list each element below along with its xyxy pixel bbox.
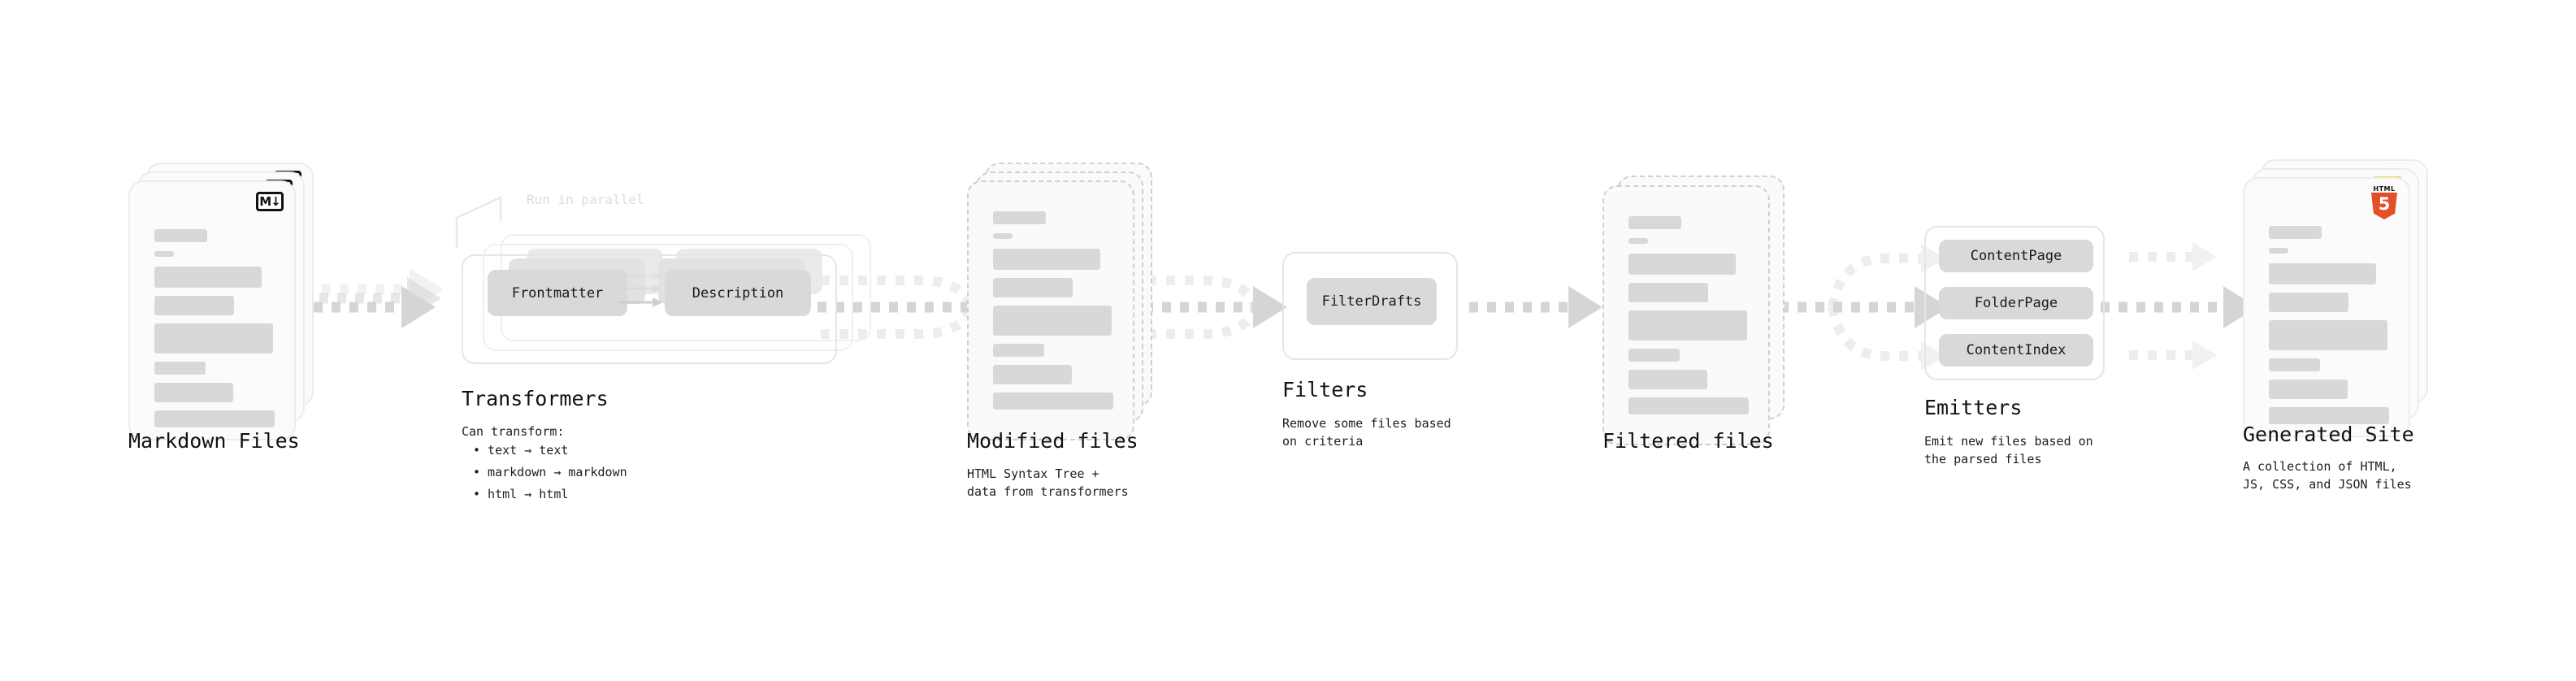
transformer-pill-description[interactable]: Description [665,270,811,316]
filters-title: Filters [1282,378,1368,401]
skeleton-bar [1628,254,1736,275]
skeleton-bar [2269,407,2389,424]
emitter-pill-contentpage[interactable]: ContentPage [1939,240,2093,272]
skeleton-bar [993,278,1073,297]
modified-files-title: Modified files [967,429,1138,453]
markdown-card-front: M↓ [128,180,296,440]
skeleton-bar [2269,263,2376,284]
skeleton-bar [993,306,1112,336]
transformers-bullet-2: • html → html [473,487,569,501]
skeleton-bar [1628,397,1749,414]
skeleton-bar [154,251,174,257]
skeleton-bar [154,267,262,288]
markdown-icon: M↓ [256,192,284,211]
transformers-bullet-1: • markdown → markdown [473,465,627,479]
html5-icon: HTML [2370,185,2399,219]
transformers-description: Can transform: [462,424,565,439]
arrow-filters-to-filtered [1469,286,1602,328]
skeleton-bar [1628,310,1747,340]
arrow-emitters-to-site [2101,242,2257,370]
skeleton-bar [154,229,207,242]
arrow-filtered-to-emitters [1780,244,1949,371]
skeleton-bar [993,365,1072,384]
emitters-title: Emitters [1924,396,2023,419]
generated-site-title: Generated Site [2243,423,2414,446]
filtered-files-title: Filtered files [1602,429,1774,453]
filters-box[interactable]: FilterDrafts [1282,252,1458,360]
generated-site-description-0: A collection of HTML, [2243,459,2397,474]
emitters-description-1: the parsed files [1924,452,2042,466]
skeleton-bar [154,296,234,315]
generated-site-description-1: JS, CSS, and JSON files [2243,477,2412,492]
modified-card-front [967,180,1134,440]
skeleton-bar [2269,320,2387,350]
transformers-bullet-0: • text → text [473,443,569,458]
filter-pill-filterdrafts[interactable]: FilterDrafts [1307,278,1437,325]
html5-icon-label: HTML [2373,185,2396,193]
markdown-files-title: Markdown Files [128,429,300,453]
emitter-pill-contentindex[interactable]: ContentIndex [1939,334,2093,367]
skeleton-bar [2269,248,2288,254]
skeleton-bar [154,383,233,402]
skeleton-bar [1628,216,1681,229]
skeleton-bar [993,344,1044,357]
skeleton-bar [1628,238,1648,244]
skeleton-bar [1628,283,1708,302]
emitters-description-0: Emit new files based on [1924,434,2093,449]
run-in-parallel-bracket [455,196,502,248]
transformer-pill-frontmatter[interactable]: Frontmatter [488,270,627,316]
skeleton-bar [2269,293,2348,312]
skeleton-bar [993,233,1013,239]
skeleton-bar [1628,370,1707,389]
transformers-box[interactable]: Frontmatter Description [462,254,837,364]
skeleton-bar [154,323,273,354]
arrow-markdown-to-transformers [314,268,444,328]
skeleton-bar [2269,380,2348,399]
skeleton-bar [993,211,1046,224]
skeleton-bar [2269,226,2322,239]
skeleton-bar [1628,349,1680,362]
skeleton-bar [2269,358,2320,371]
filters-description-1: on criteria [1282,434,1364,449]
filters-description-0: Remove some files based [1282,416,1451,431]
modified-files-description-1: data from transformers [967,484,1129,499]
run-in-parallel-label: Run in parallel [527,192,644,207]
skeleton-bar [993,249,1100,270]
generated-card-front: HTML [2243,177,2410,437]
emitter-pill-folderpage[interactable]: FolderPage [1939,287,2093,319]
filtered-card-front [1602,185,1770,445]
modified-files-description-0: HTML Syntax Tree + [967,466,1099,481]
skeleton-bar [154,362,206,375]
transformers-title: Transformers [462,387,609,410]
skeleton-bar [154,410,275,427]
skeleton-bar [993,393,1113,410]
arrow-modified-to-filters [1144,275,1287,339]
html5-icon-shield [2371,193,2397,219]
emitters-box[interactable]: ContentPage FolderPage ContentIndex [1924,226,2105,380]
